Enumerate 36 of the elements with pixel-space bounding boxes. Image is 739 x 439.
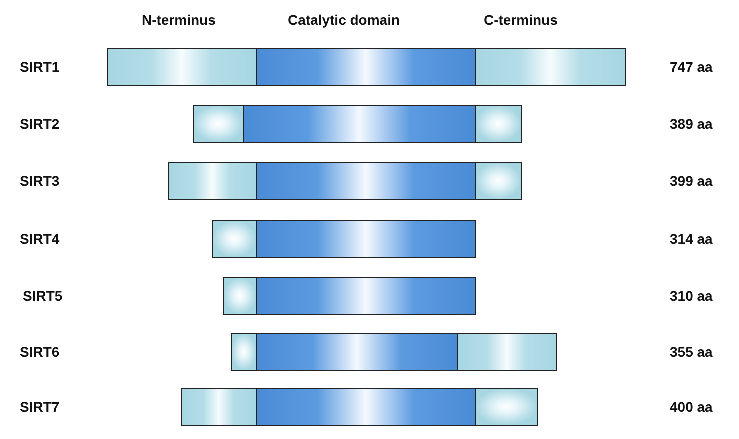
terminus-bar [475, 162, 522, 200]
catalytic-domain-bar [243, 105, 476, 143]
terminus-bar [475, 105, 522, 143]
catalytic-domain-bar [256, 48, 476, 86]
protein-length: 399 aa [670, 173, 713, 189]
catalytic-domain-bar [256, 220, 476, 258]
protein-length: 310 aa [670, 288, 713, 304]
protein-length: 355 aa [670, 344, 713, 360]
terminus-bar [475, 388, 538, 426]
catalytic-domain-bar [256, 277, 476, 315]
protein-name: SIRT5 [23, 288, 63, 304]
protein-length: 314 aa [670, 231, 713, 247]
protein-name: SIRT6 [20, 344, 60, 360]
protein-name: SIRT1 [20, 59, 60, 75]
protein-length: 747 aa [670, 59, 713, 75]
terminus-bar [223, 277, 257, 315]
terminus-bar [107, 48, 257, 86]
terminus-bar [193, 105, 244, 143]
terminus-bar [475, 48, 626, 86]
protein-length: 389 aa [670, 116, 713, 132]
protein-name: SIRT7 [20, 399, 60, 415]
protein-name: SIRT4 [20, 231, 60, 247]
column-heading: N-terminus [142, 12, 216, 28]
terminus-bar [168, 162, 257, 200]
catalytic-domain-bar [256, 162, 476, 200]
column-heading: C-terminus [484, 12, 558, 28]
catalytic-domain-bar [256, 388, 476, 426]
protein-name: SIRT3 [20, 173, 60, 189]
terminus-bar [231, 333, 257, 371]
catalytic-domain-bar [256, 333, 458, 371]
protein-length: 400 aa [670, 399, 713, 415]
terminus-bar [457, 333, 557, 371]
column-heading: Catalytic domain [288, 12, 400, 28]
protein-name: SIRT2 [20, 116, 60, 132]
terminus-bar [212, 220, 257, 258]
terminus-bar [181, 388, 257, 426]
